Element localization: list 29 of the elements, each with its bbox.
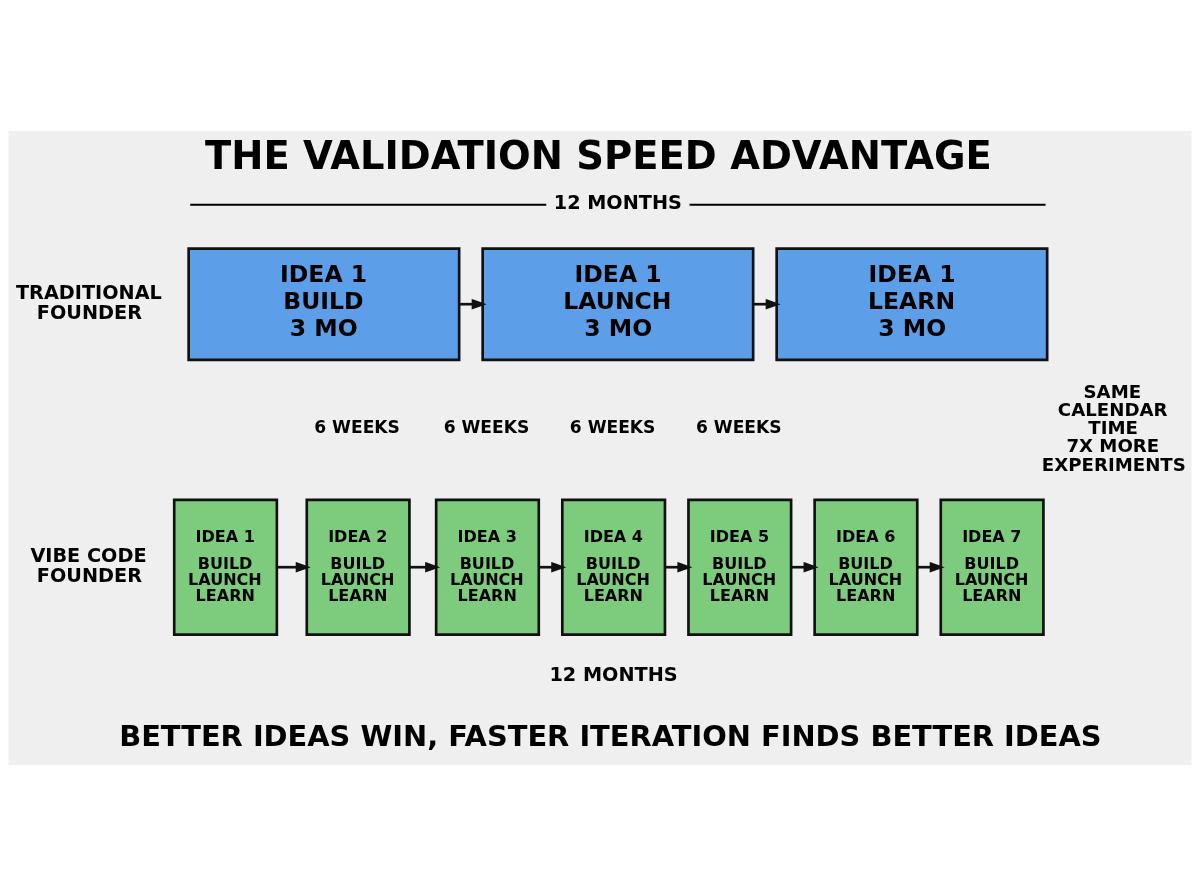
node-box: IDEA 3 BUILD LAUNCH LEARN: [434, 498, 541, 636]
arrow: [277, 561, 311, 573]
label: 6 WEEKS: [314, 416, 400, 437]
node-box: IDEA 2 BUILD LAUNCH LEARN: [305, 498, 411, 636]
node-box: IDEA 6 BUILD LAUNCH LEARN: [813, 498, 919, 636]
arrow: [917, 561, 945, 573]
label: 6 WEEKS: [695, 416, 782, 437]
node-box: IDEA 1 LEARN 3 MO: [775, 247, 1049, 362]
label: 6 WEEKS: [569, 416, 656, 437]
label: VIBE CODE FOUNDER: [30, 544, 147, 587]
label: 6 WEEKS: [443, 416, 530, 437]
label: SAME CALENDAR TIME 7X MORE EXPERIMENTS: [1041, 380, 1186, 475]
diagram-title: THE VALIDATION SPEED ADVANTAGE: [204, 133, 992, 179]
node-box: IDEA 7 BUILD LAUNCH LEARN: [939, 498, 1045, 636]
caption: BETTER IDEAS WIN, FASTER ITERATION FINDS BETTER IDEAS: [119, 719, 1102, 754]
node-box: IDEA 5 BUILD LAUNCH LEARN: [687, 498, 793, 636]
node-box: IDEA 1 BUILD 3 MO: [187, 247, 461, 362]
node-box: IDEA 1 LAUNCH 3 MO: [481, 247, 755, 362]
arrow: [665, 561, 693, 573]
label: 12 MONTHS: [549, 662, 678, 686]
arrow: [409, 561, 441, 573]
node-box: IDEA 1 BUILD LAUNCH LEARN: [172, 498, 279, 636]
arrow: [791, 561, 819, 573]
label: 12 MONTHS: [553, 191, 682, 215]
arrow: [459, 298, 487, 310]
arrow: [753, 298, 781, 310]
node-box: IDEA 4 BUILD LAUNCH LEARN: [560, 498, 667, 636]
label: TRADITIONAL FOUNDER: [15, 281, 162, 324]
arrow: [539, 561, 567, 573]
